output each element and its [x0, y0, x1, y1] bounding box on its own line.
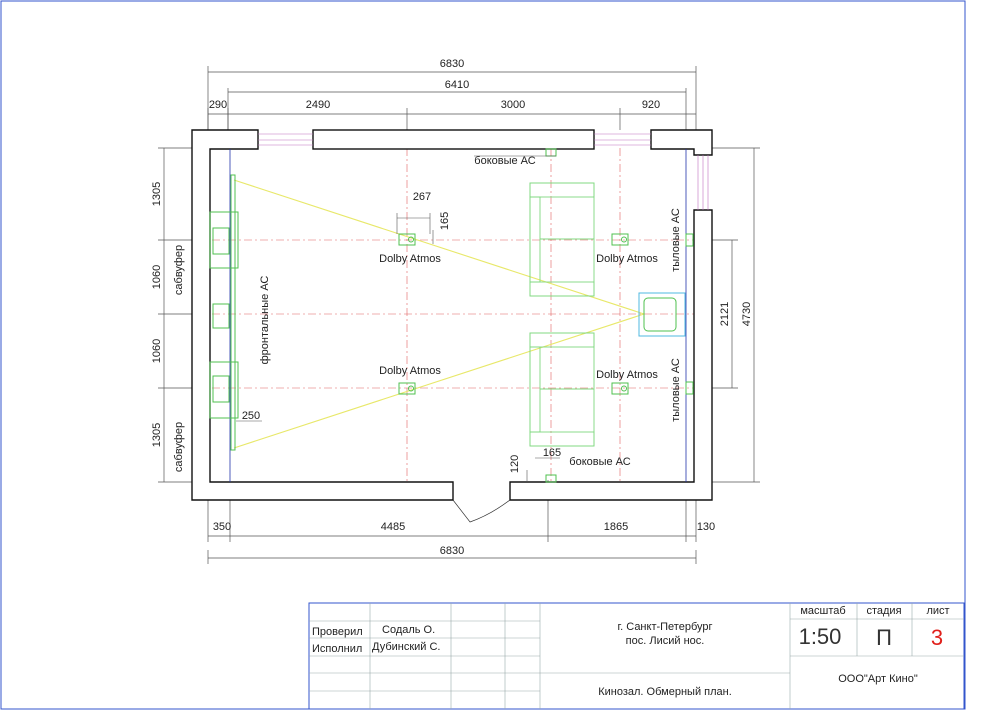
dim-speaker-offset-y: 165 [439, 212, 451, 230]
dim-left-seg-3: 1060 [151, 339, 163, 363]
tb-sheet-value: 3 [931, 625, 943, 650]
label-rear-speakers-bottom: тыловые АС [670, 358, 682, 422]
label-front-speakers: фронтальные АС [259, 276, 271, 365]
dim-right-inner: 2121 [719, 302, 731, 326]
label-subwoofer-top: сабвуфер [173, 245, 185, 295]
window-openings [258, 133, 709, 210]
front-speaker-bottom-left-icon [212, 375, 230, 403]
wall-left-bottom [191, 129, 454, 501]
dim-top-seg-1: 290 [209, 99, 227, 111]
front-speaker-top-left-icon [212, 227, 230, 255]
atmos-speaker-icon [398, 382, 416, 395]
tb-company: ООО"Арт Кино" [838, 673, 918, 685]
label-side-speakers-bottom: боковые АС [569, 456, 630, 468]
bottom-dimension-lines [207, 480, 697, 564]
subwoofer-bottom-icon [209, 361, 239, 419]
seating [529, 182, 595, 447]
tb-made-name: Дубинский С. [372, 641, 441, 653]
dim-side-speaker-depth: 120 [509, 455, 521, 473]
detail-dimension-lines [236, 155, 560, 482]
rear-speaker-bottom-icon [685, 381, 694, 395]
side-speaker-bottom-icon [545, 474, 557, 483]
top-dimension-lines [207, 66, 697, 130]
tb-scale-value: 1:50 [799, 624, 842, 649]
front-speaker-center-icon [212, 303, 230, 329]
dim-speaker-offset-x: 267 [413, 191, 431, 203]
subwoofer-top-icon [209, 211, 239, 269]
tb-address-line1: г. Санкт-Петербург [617, 621, 712, 633]
label-side-speakers-top: боковые АС [474, 155, 535, 167]
atmos-speaker-icon [398, 233, 416, 246]
dim-top-seg-3: 3000 [501, 99, 525, 111]
dim-screen-gap: 250 [242, 410, 260, 422]
dim-bottom-overall: 6830 [440, 545, 464, 557]
sofa-top-icon [529, 182, 595, 297]
label-atmos-2: Dolby Atmos [596, 253, 658, 265]
door-swing [452, 499, 511, 523]
tb-sheet-header: лист [926, 605, 949, 617]
dim-top-seg-2: 2490 [306, 99, 330, 111]
screen-icon [230, 174, 236, 451]
dim-side-speaker-offset: 165 [543, 447, 561, 459]
dim-bottom-seg-3: 1865 [604, 521, 628, 533]
dim-right-overall: 4730 [741, 302, 753, 326]
walls [191, 129, 713, 501]
label-atmos-4: Dolby Atmos [596, 369, 658, 381]
tb-checked-name: Содаль О. [382, 624, 435, 636]
tb-made-label: Исполнил [312, 643, 362, 655]
wall-top-right [650, 129, 713, 156]
wall-top-middle [312, 129, 595, 150]
label-atmos-1: Dolby Atmos [379, 253, 441, 265]
axis-lines [196, 148, 696, 482]
tb-drawing-title: Кинозал. Обмерный план. [598, 686, 732, 698]
tb-scale-header: масштаб [800, 605, 845, 617]
tb-address-line2: пос. Лисий нос. [626, 635, 705, 647]
tb-stage-value: П [876, 625, 892, 650]
atmos-speakers [398, 233, 629, 395]
tb-checked-label: Проверил [312, 626, 363, 638]
dim-bottom-seg-2: 4485 [381, 521, 405, 533]
dim-left-seg-2: 1060 [151, 265, 163, 289]
projector-icon [638, 292, 686, 337]
label-rear-speakers-top: тыловые АС [670, 208, 682, 272]
dim-top-overall: 6830 [440, 58, 464, 70]
dim-bottom-seg-1: 350 [213, 521, 231, 533]
sight-lines [233, 179, 645, 449]
front-equipment [209, 174, 239, 451]
label-atmos-3: Dolby Atmos [379, 365, 441, 377]
label-subwoofer-bottom: сабвуфер [173, 422, 185, 472]
rear-speaker-top-icon [685, 233, 694, 247]
sofa-bottom-icon [529, 332, 595, 447]
dim-left-seg-1: 1305 [151, 182, 163, 206]
tb-stage-header: стадия [866, 605, 901, 617]
title-block: Проверил Содаль О. Исполнил Дубинский С.… [308, 602, 965, 710]
atmos-speaker-icon [611, 382, 629, 395]
inner-finish-lines [229, 149, 687, 482]
dim-left-seg-4: 1305 [151, 423, 163, 447]
dim-top-seg-4: 920 [642, 99, 660, 111]
dim-top-inner: 6410 [445, 79, 469, 91]
dim-bottom-seg-4: 130 [697, 521, 715, 533]
atmos-speaker-icon [611, 233, 629, 246]
rear-speakers [685, 233, 694, 395]
